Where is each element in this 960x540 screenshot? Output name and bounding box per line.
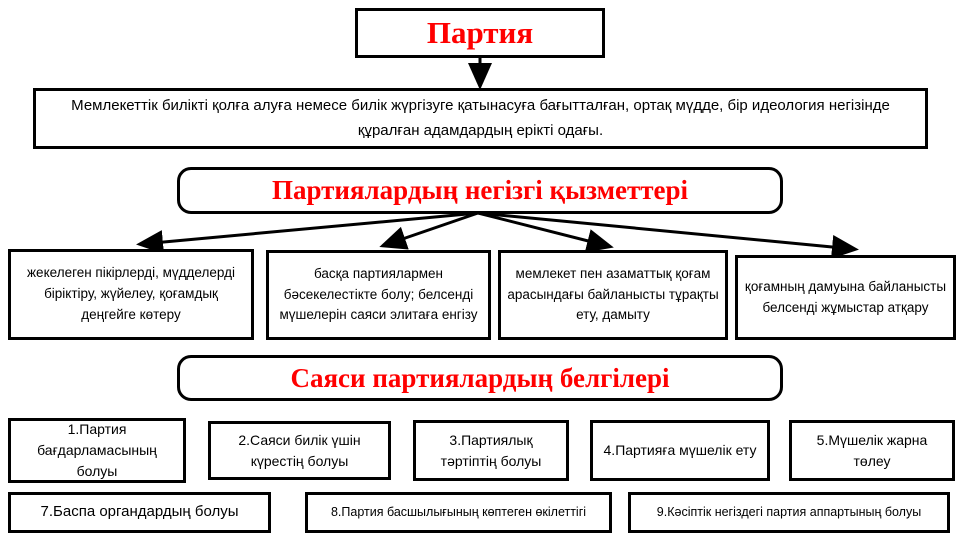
feature-item-2: 2.Саяси билік үшін күрестің болуы: [208, 421, 391, 480]
feature-item-8: 8.Партия басшылығының көптеген өкілеттіг…: [305, 492, 612, 533]
function-item-3: мемлекет пен азаматтық қоғам арасындағы …: [498, 250, 728, 340]
diagram-title: Партия: [355, 8, 605, 58]
feature-item-9: 9.Кәсіптік негіздегі партия аппартының б…: [628, 492, 950, 533]
functions-section-header: Партиялардың негізгі қызметтері: [177, 167, 783, 214]
function-item-2: басқа партиялармен бәсекелестікте болу; …: [266, 250, 491, 340]
features-section-header: Саяси партиялардың белгілері: [177, 355, 783, 401]
feature-item-1: 1.Партия бағдарламасының болуы: [8, 418, 186, 483]
function-item-4: қоғамның дамуына байланысты белсенді жұм…: [735, 255, 956, 340]
feature-item-3: 3.Партиялық тәртіптің болуы: [413, 420, 569, 481]
feature-item-5: 5.Мүшелік жарна төлеу: [789, 420, 955, 481]
feature-item-7: 7.Баспа органдардың болуы: [8, 492, 271, 533]
party-definition-box: Мемлекеттік билікті қолға алуға немесе б…: [33, 88, 928, 149]
function-item-1: жекелеген пікірлерді, мүдделерді бірікті…: [8, 249, 254, 340]
feature-item-4: 4.Партияға мүшелік ету: [590, 420, 770, 481]
